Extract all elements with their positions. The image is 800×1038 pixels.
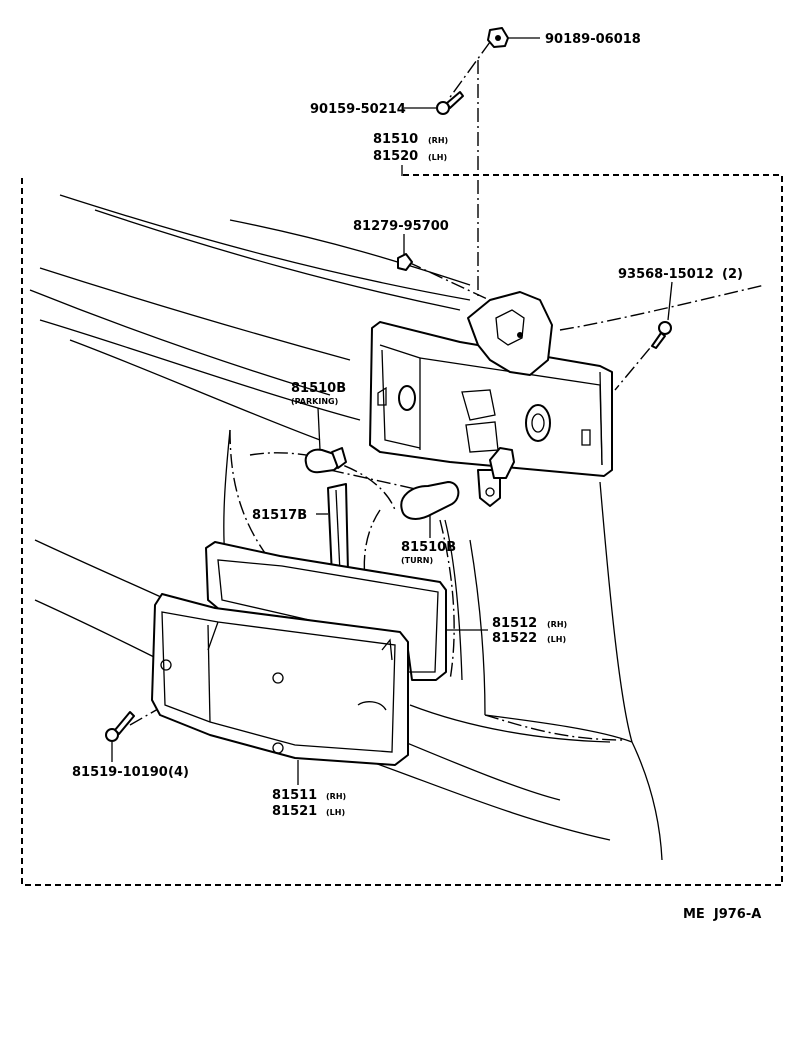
lens-screw-part: [105, 711, 135, 742]
housing-bulb-socket: [489, 447, 515, 479]
lens-part: [151, 593, 409, 766]
label-screw-side-qty: (2): [722, 267, 743, 282]
label-lens-screw-qty: (4): [168, 765, 189, 780]
label-lens-lh-tag: (LH): [326, 808, 345, 817]
turn-bulb: [400, 481, 460, 520]
label-turn-note: (TURN): [401, 556, 433, 565]
label-parking-bulb: 81510B: [291, 381, 346, 396]
label-socket: 81517B: [252, 508, 307, 523]
part-labels: 90189-06018 90159-50214 81510 (RH) 81520…: [72, 32, 743, 819]
label-gasket-rh: 81512: [492, 616, 537, 631]
lamp-housing: [369, 291, 613, 507]
label-clip: 81279-95700: [353, 219, 449, 234]
label-lamp-rh: 81510: [373, 132, 418, 147]
label-turn-bulb: 81510B: [401, 540, 456, 555]
parking-bulb: [304, 447, 347, 474]
label-screw-side: 93568-15012: [618, 267, 714, 282]
assembly-boundary: [21, 165, 783, 886]
screw-top-part: [436, 91, 464, 115]
socket-part: [327, 483, 349, 577]
label-lamp-lh: 81520: [373, 149, 418, 164]
label-lamp-lh-tag: (LH): [428, 153, 447, 162]
label-nut: 90189-06018: [545, 32, 641, 47]
label-gasket-lh-tag: (LH): [547, 635, 566, 644]
label-lamp-rh-tag: (RH): [428, 136, 448, 145]
label-screw-top: 90159-50214: [310, 102, 406, 117]
diagram-reference: ME J976-A: [683, 907, 761, 922]
nut-part: [487, 27, 509, 48]
label-lens-rh-tag: (RH): [326, 792, 346, 801]
screw-side-part: [651, 321, 672, 349]
label-lens-rh: 81511: [272, 788, 317, 803]
label-gasket-lh: 81522: [492, 631, 537, 646]
clip-part: [397, 253, 413, 271]
label-parking-note: (PARKING): [291, 397, 338, 406]
leader-lines: [111, 37, 673, 785]
label-gasket-rh-tag: (RH): [547, 620, 567, 629]
label-lens-lh: 81521: [272, 804, 317, 819]
label-lens-screw: 81519-10190: [72, 765, 168, 780]
